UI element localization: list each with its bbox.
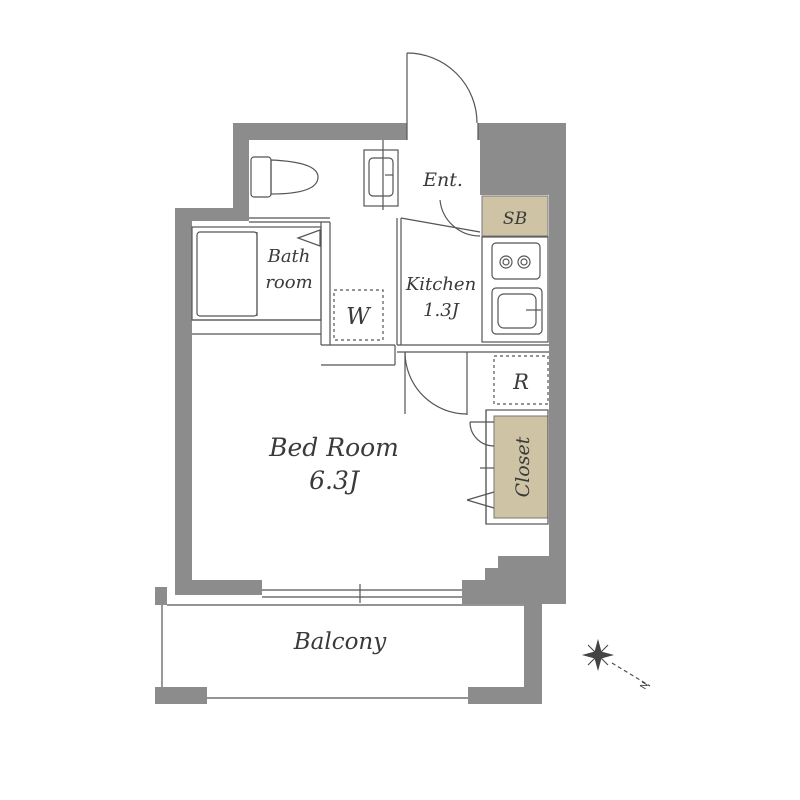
washer-icon <box>333 289 384 341</box>
interior-lines <box>161 52 549 699</box>
wash-basin-icon <box>363 149 399 207</box>
compass-north-label: N <box>639 681 651 692</box>
label-bath-line2: room <box>265 272 312 293</box>
kitchen-sink-icon <box>491 287 543 335</box>
wall-left-upper <box>233 123 249 221</box>
label-balcony: Balcony <box>293 629 388 655</box>
label-bedroom-size: 6.3J <box>309 466 361 495</box>
wall-left-long <box>175 208 192 593</box>
label-washer: W <box>346 304 372 330</box>
label-closet: Closet <box>512 436 534 497</box>
bath-faucet-icon <box>296 229 321 247</box>
label-bedroom-name: Bed Room <box>268 433 399 462</box>
shoe-box-fill <box>481 195 549 237</box>
balcony-bottom-right <box>468 687 542 704</box>
label-kitchen-size: 1.3J <box>423 300 461 321</box>
label-kitchen-name: Kitchen <box>405 274 476 295</box>
wall-top-left <box>233 123 407 140</box>
wall-right-long <box>549 123 566 601</box>
walls <box>155 123 566 704</box>
label-fridge: R <box>512 370 529 394</box>
compass-icon <box>581 638 651 687</box>
wall-bottom-right <box>462 556 566 604</box>
label-entrance: Ent. <box>422 169 463 191</box>
wall-top-right <box>478 123 566 140</box>
stove-icon <box>491 242 541 280</box>
wall-step-left <box>175 208 249 221</box>
label-bath-line1: Bath <box>267 246 311 267</box>
balcony-bottom-left <box>155 687 207 704</box>
balcony-post-right <box>524 600 542 704</box>
balcony-post-left-top <box>155 587 167 605</box>
closet-fill <box>493 415 549 519</box>
wall-bottom-left <box>175 580 262 595</box>
toilet-icon <box>250 156 319 198</box>
label-shoe-box: SB <box>503 209 527 229</box>
